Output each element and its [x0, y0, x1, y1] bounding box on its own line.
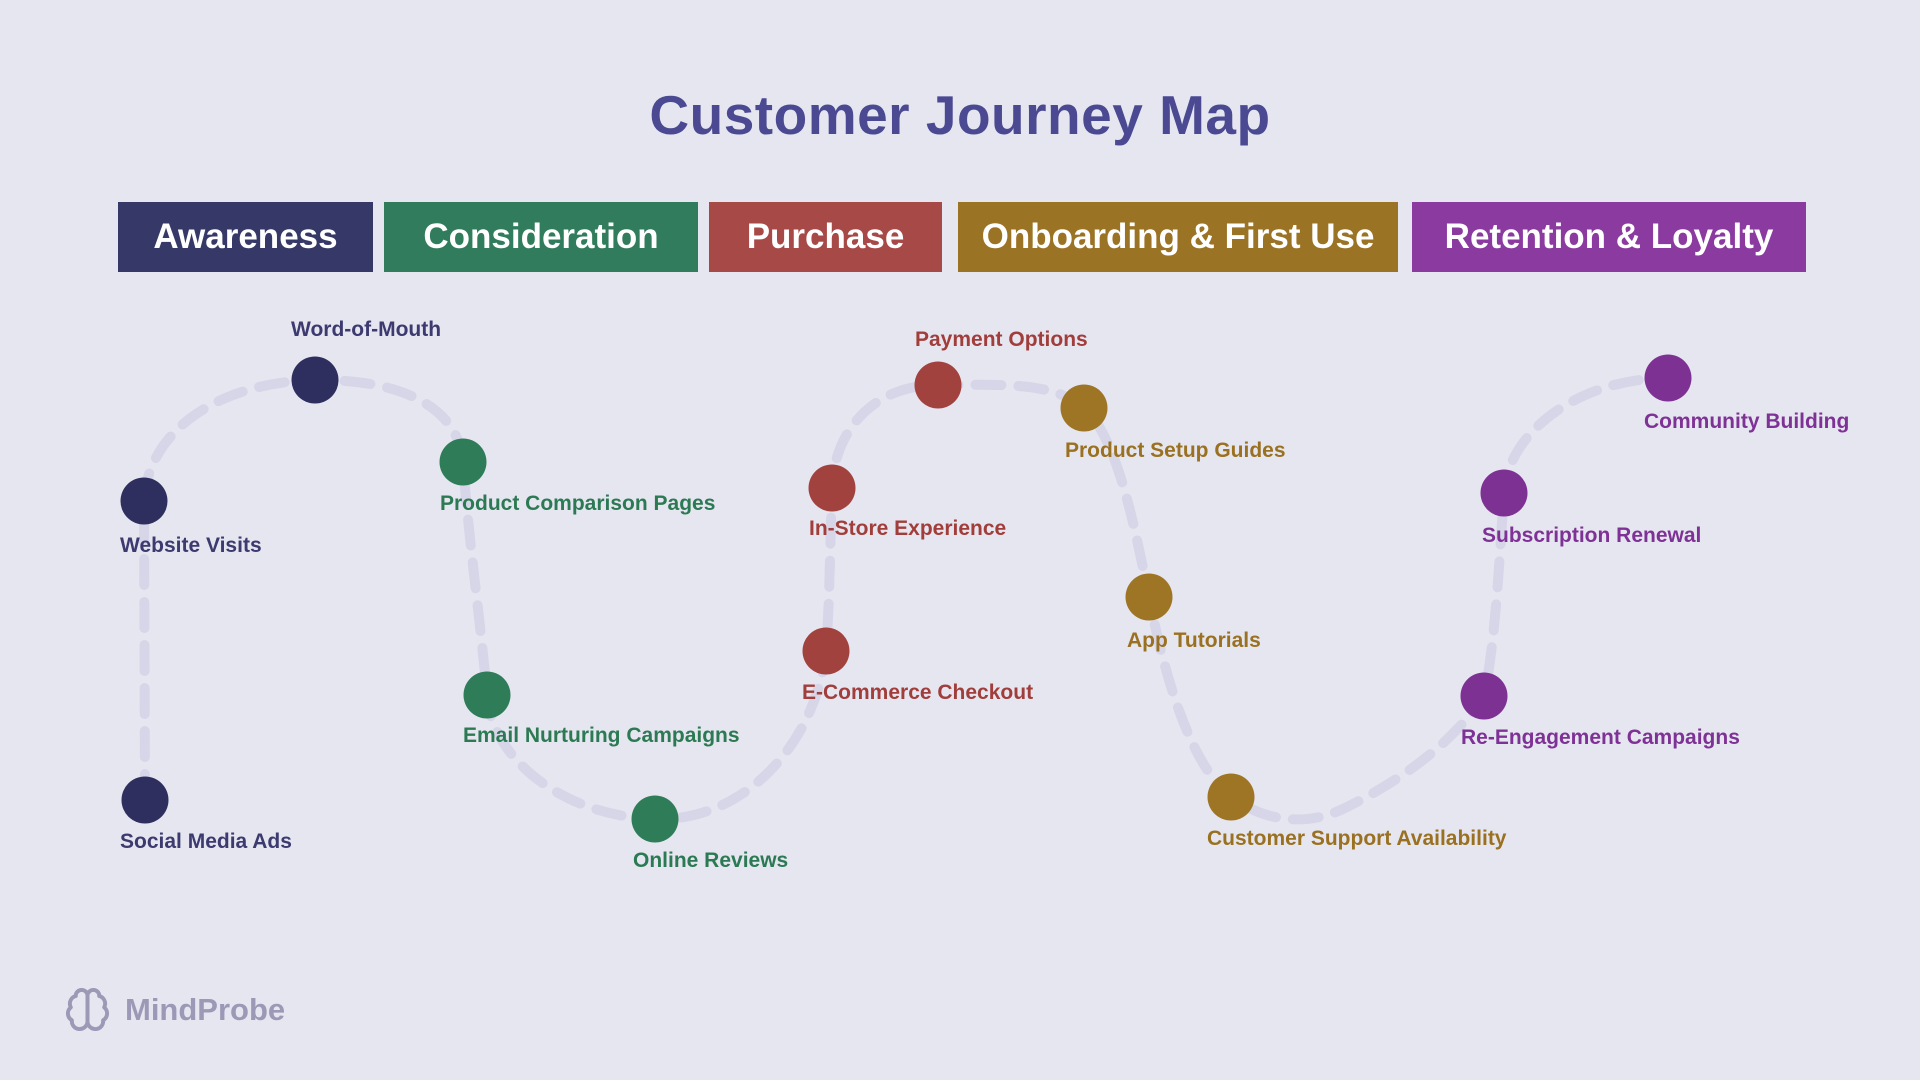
- journey-node-label: E-Commerce Checkout: [802, 681, 1034, 704]
- journey-node-label: In-Store Experience: [809, 517, 1007, 540]
- journey-node-label: Customer Support Availability: [1207, 827, 1507, 850]
- journey-node-label: Subscription Renewal: [1482, 524, 1702, 547]
- page-title: Customer Journey Map: [649, 83, 1271, 146]
- journey-node-dot: [631, 795, 679, 843]
- journey-node-label: Online Reviews: [633, 849, 789, 872]
- journey-node-label: Product Comparison Pages: [440, 492, 716, 515]
- journey-dashed-path: [138, 373, 1673, 825]
- journey-node-dot: [1644, 354, 1692, 402]
- journey-node-dot: [120, 477, 168, 525]
- journey-node-label: Word-of-Mouth: [291, 318, 442, 341]
- journey-node-label: Product Setup Guides: [1065, 439, 1286, 462]
- stage-header-onboarding: Onboarding & First Use: [958, 202, 1398, 272]
- journey-node-dot: [1460, 672, 1508, 720]
- journey-node-dot: [914, 361, 962, 409]
- journey-node-label: App Tutorials: [1127, 629, 1261, 652]
- journey-node-dot: [802, 627, 850, 675]
- journey-node-dot: [291, 356, 339, 404]
- journey-node-label: Social Media Ads: [120, 830, 292, 853]
- journey-node-label: Email Nurturing Campaigns: [463, 724, 740, 747]
- brand-name: MindProbe: [125, 991, 286, 1027]
- journey-node-dot: [1060, 384, 1108, 432]
- journey-node-dot: [808, 464, 856, 512]
- journey-node-dot: [463, 671, 511, 719]
- stage-header-retention: Retention & Loyalty: [1412, 202, 1806, 272]
- journey-node-label: Re-Engagement Campaigns: [1461, 726, 1740, 749]
- journey-node-dot: [1480, 469, 1528, 517]
- stage-header-awareness: Awareness: [118, 202, 373, 272]
- stage-header-consideration: Consideration: [384, 202, 698, 272]
- stage-header-purchase: Purchase: [709, 202, 942, 272]
- brand-logo: MindProbe: [64, 986, 285, 1033]
- journey-node-label: Community Building: [1644, 410, 1850, 433]
- journey-node-label: Website Visits: [120, 534, 262, 557]
- journey-node-dot: [439, 438, 487, 486]
- journey-node-dot: [121, 776, 169, 824]
- journey-node-label: Payment Options: [915, 328, 1088, 351]
- journey-node-dot: [1207, 773, 1255, 821]
- brain-icon: [65, 987, 110, 1032]
- journey-node-dot: [1125, 573, 1173, 621]
